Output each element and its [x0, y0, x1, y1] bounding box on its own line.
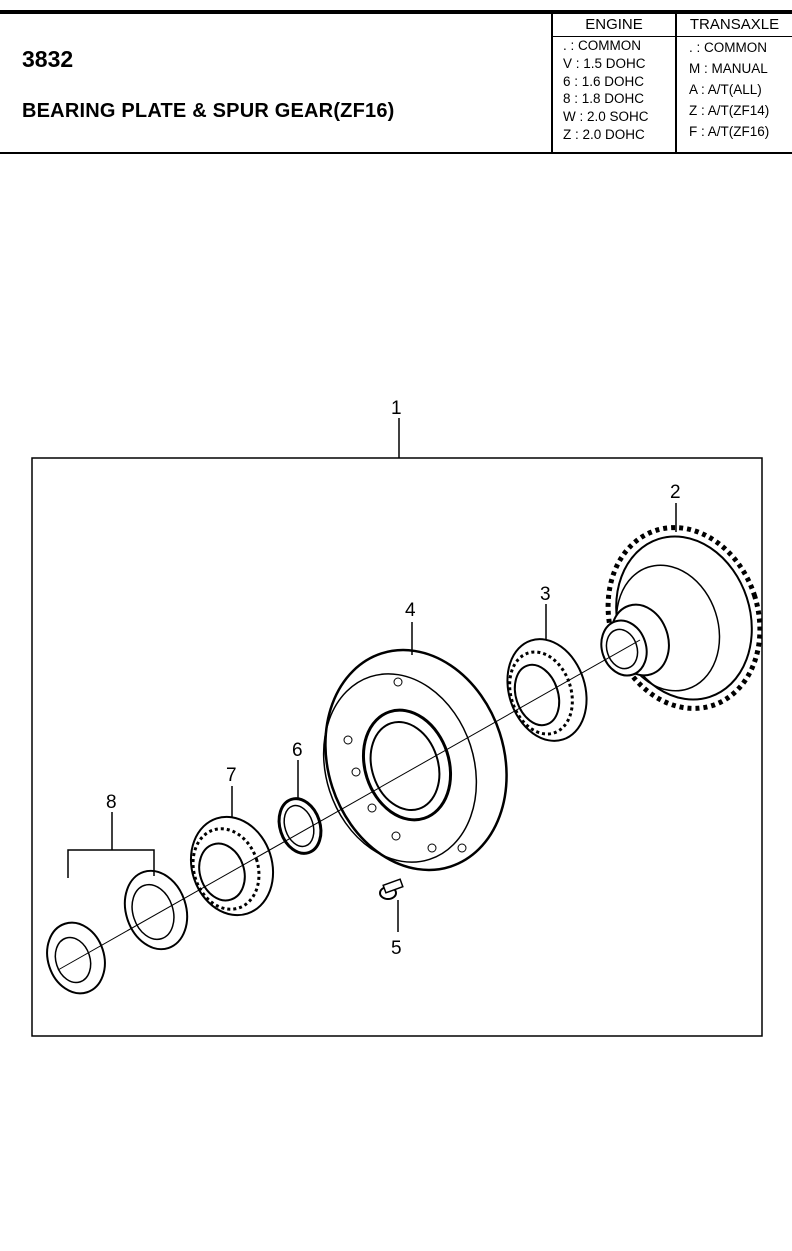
engine-row: V : 1.5 DOHC	[563, 55, 646, 71]
transaxle-heading: TRANSAXLE	[677, 14, 792, 37]
inner-bearing-part	[189, 786, 275, 917]
nut-and-washer-part	[46, 812, 189, 995]
transaxle-legend: TRANSAXLE . : COMMON M : MANUAL A : A/T(…	[675, 14, 792, 154]
assembly-frame	[31, 457, 763, 1037]
bearing-plate-part	[322, 622, 508, 872]
assembly-axis-line	[57, 639, 641, 971]
spur-gear-part	[600, 503, 763, 711]
transaxle-row: Z : A/T(ZF14)	[689, 103, 770, 118]
transaxle-row: M : MANUAL	[689, 61, 768, 76]
engine-row: 8 : 1.8 DOHC	[563, 91, 645, 107]
callout-2: 2	[670, 482, 681, 503]
part-group-code: 3832	[22, 46, 74, 72]
callout-4: 4	[405, 600, 416, 621]
callout-7: 7	[226, 765, 237, 786]
bearing-part	[506, 604, 588, 742]
engine-row: . : COMMON	[563, 38, 641, 53]
bolt-part	[379, 878, 404, 932]
snap-ring-part	[277, 760, 323, 855]
callout-5: 5	[391, 938, 402, 959]
callout-8: 8	[106, 792, 117, 813]
callout-3: 3	[540, 584, 551, 605]
engine-row: Z : 2.0 DOHC	[563, 126, 645, 142]
transaxle-row: . : COMMON	[689, 40, 767, 55]
header-block: 3832 BEARING PLATE & SPUR GEAR(ZF16) ENG…	[0, 10, 792, 154]
engine-heading: ENGINE	[553, 14, 675, 37]
engine-row: 6 : 1.6 DOHC	[563, 73, 645, 89]
callout-6: 6	[292, 740, 303, 761]
transaxle-row: A : A/T(ALL)	[689, 82, 762, 97]
callout-1: 1	[391, 398, 402, 419]
engine-row: W : 2.0 SOHC	[563, 109, 649, 125]
transaxle-row: F : A/T(ZF16)	[689, 124, 770, 139]
engine-legend: ENGINE . : COMMON V : 1.5 DOHC 6 : 1.6 D…	[551, 14, 675, 154]
page-title: BEARING PLATE & SPUR GEAR(ZF16)	[22, 100, 395, 122]
